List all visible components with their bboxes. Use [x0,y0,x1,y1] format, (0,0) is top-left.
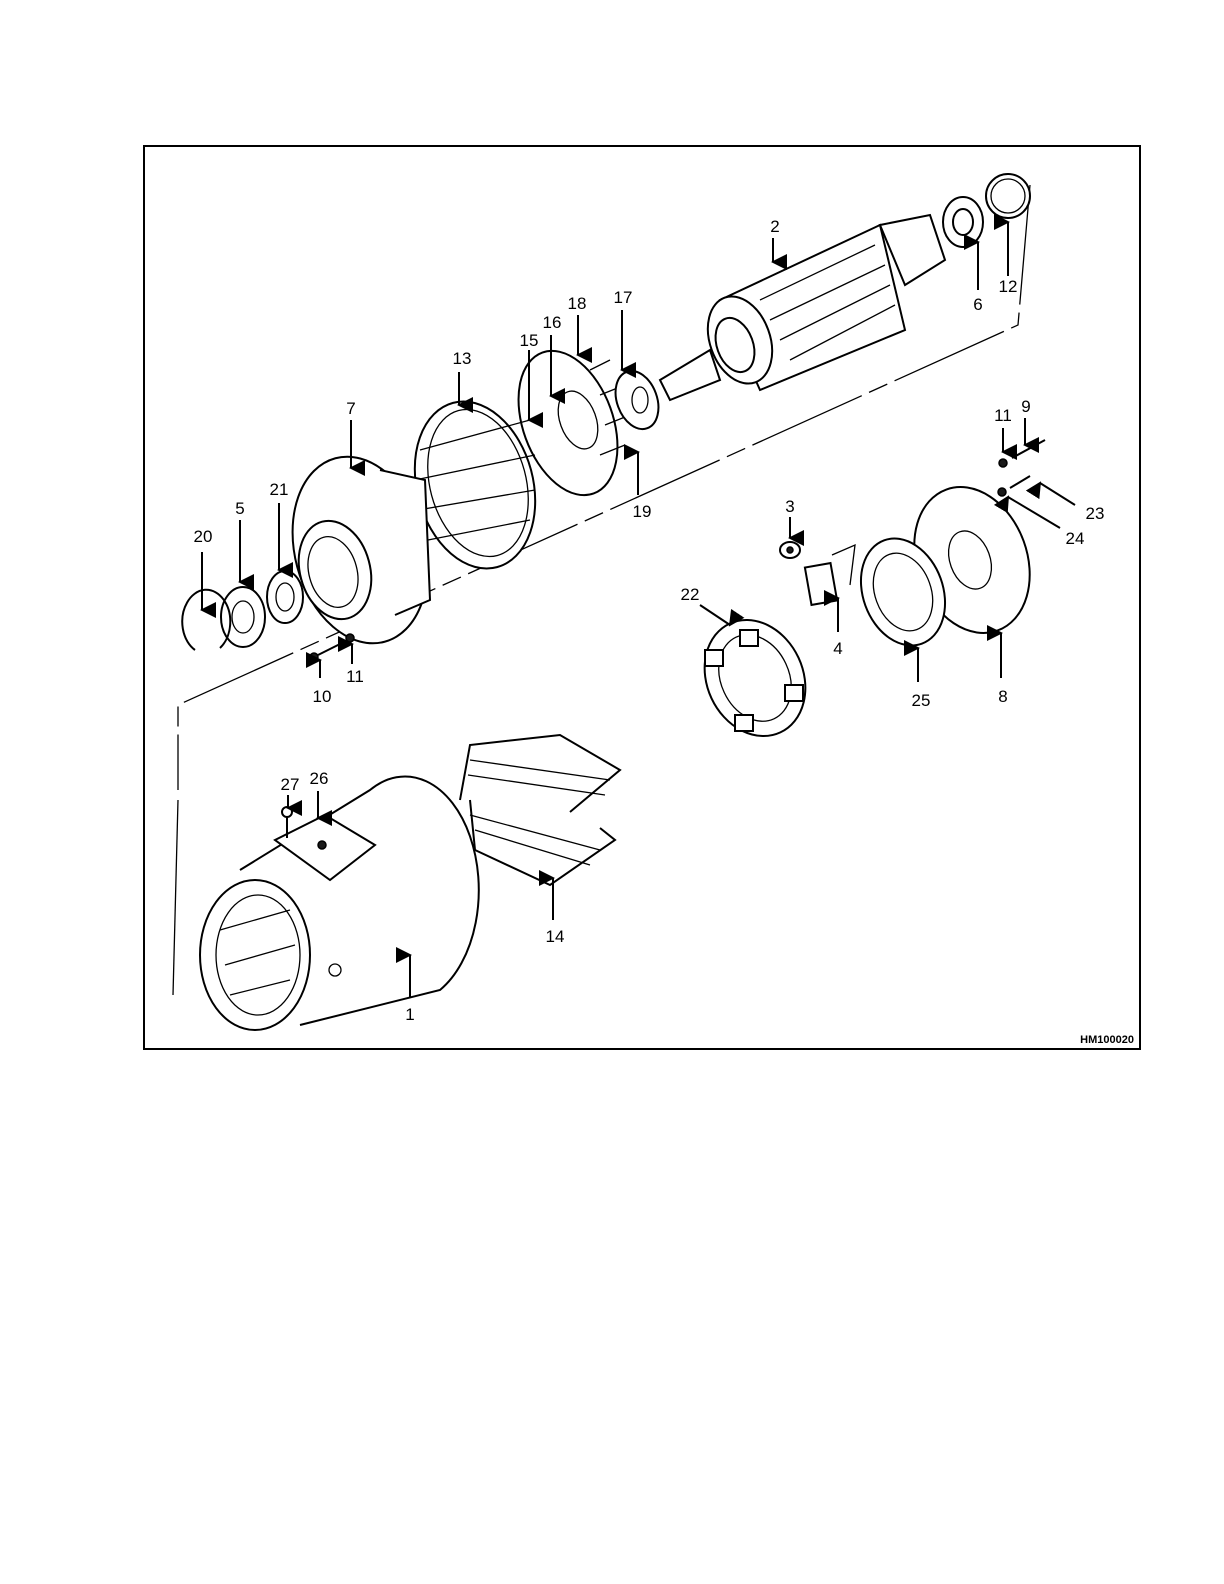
callout-label: 19 [633,502,652,521]
callout-label: 27 [281,775,300,794]
callout-label: 3 [785,497,794,516]
callout-label: 13 [453,349,472,368]
callout-label: 11 [994,406,1012,425]
screw-part [310,634,354,661]
armature-part [660,215,945,400]
callout-label: 12 [999,277,1018,296]
callout-label: 18 [568,294,587,313]
callout-label: 24 [1066,529,1085,548]
callout-label: 6 [973,295,982,314]
callout-label: 2 [770,217,779,236]
figure-id: HM100020 [1080,1034,1134,1046]
motor-frame-part [200,776,479,1030]
brush-part [805,545,855,605]
callout-label: 5 [235,499,244,518]
callout-label: 15 [520,331,539,350]
callout-label: 26 [310,769,329,788]
callout-label: 17 [614,288,633,307]
callout-label: 20 [194,527,213,546]
callout-label: 16 [543,313,562,332]
callout-label: 9 [1021,397,1030,416]
callout-label: 8 [998,687,1007,706]
bearing-part [943,197,983,247]
callout-label: 14 [546,927,565,946]
callout-label: 1 [405,1005,414,1024]
callout-label: 10 [313,687,332,706]
brush-holder-part [686,603,824,752]
callout-label: 7 [346,399,355,418]
brush-spring-part [780,542,800,558]
callout-label: 4 [833,639,842,658]
seal-part [267,571,303,623]
field-coil-part [460,735,620,885]
retaining-ring-part [986,174,1030,218]
washer-part [608,365,666,435]
screw-part [998,440,1045,496]
callout-label: 23 [1086,504,1105,523]
callout-label: 21 [270,480,289,499]
callout-label: 25 [912,691,931,710]
callout-label: 22 [681,585,700,604]
callout-label: 11 [346,667,364,686]
